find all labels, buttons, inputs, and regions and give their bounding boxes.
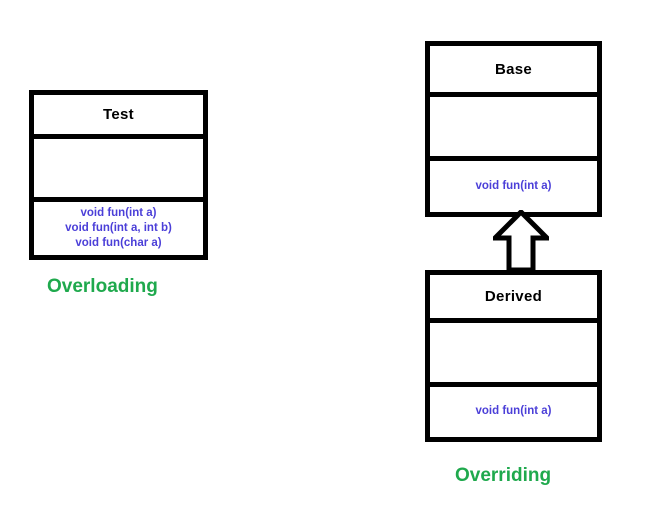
class-name-compartment-base: Base bbox=[430, 46, 597, 97]
class-method-test-0: void fun(int a) bbox=[80, 206, 157, 219]
class-methods-compartment-test: void fun(int a) void fun(int a, int b) v… bbox=[34, 202, 203, 255]
class-box-derived[interactable]: Derived void fun(int a) bbox=[425, 270, 602, 442]
class-name-compartment-test: Test bbox=[34, 95, 203, 139]
class-method-base-0: void fun(int a) bbox=[475, 179, 552, 192]
class-method-test-1: void fun(int a, int b) bbox=[65, 221, 172, 234]
class-name-derived: Derived bbox=[484, 288, 543, 305]
class-method-derived-0: void fun(int a) bbox=[475, 405, 552, 418]
class-methods-compartment-base: void fun(int a) bbox=[430, 161, 597, 212]
class-method-test-2: void fun(char a) bbox=[75, 237, 162, 250]
class-methods-compartment-derived: void fun(int a) bbox=[430, 387, 597, 437]
class-attributes-compartment-derived bbox=[430, 323, 597, 387]
caption-overriding: Overriding bbox=[455, 465, 552, 486]
class-attributes-compartment-test bbox=[34, 139, 203, 202]
class-name-base: Base bbox=[494, 60, 533, 78]
class-name-compartment-derived: Derived bbox=[430, 275, 597, 323]
class-box-test[interactable]: Test void fun(int a) void fun(int a, int… bbox=[29, 90, 208, 260]
generalization-arrow-icon bbox=[493, 210, 549, 272]
caption-overloading: Overloading bbox=[47, 276, 158, 297]
class-name-test: Test bbox=[103, 106, 134, 123]
class-attributes-compartment-base bbox=[430, 97, 597, 161]
class-box-base[interactable]: Base void fun(int a) bbox=[425, 41, 602, 217]
